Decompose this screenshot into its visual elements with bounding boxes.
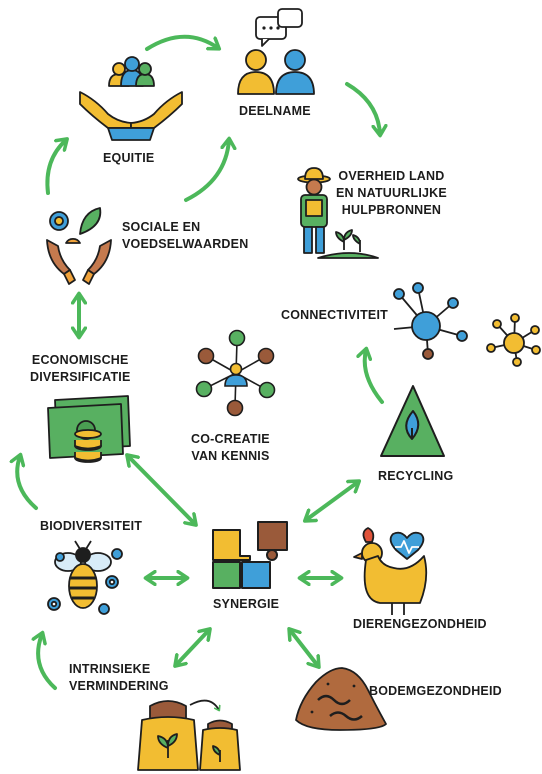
bodemgezondheid-text: BODEMGEZONDHEID (369, 684, 502, 698)
node-intrinsieke-label: INTRINSIEKE VERMINDERING (69, 661, 169, 695)
economische-line2: DIVERSIFICATIE (30, 370, 131, 384)
hands-food-icon (46, 207, 112, 285)
soil-worms-icon (295, 667, 387, 731)
overheid-line2: EN NATUURLIJKE (336, 186, 447, 200)
node-cocreatie-label: CO-CREATIE VAN KENNIS (191, 431, 270, 465)
knowledge-network-icon (195, 329, 276, 417)
arrow-synergie-intrinsieke (176, 630, 209, 665)
cocreatie-line1: CO-CREATIE (191, 432, 270, 446)
arrow-biodiversiteit-to-economische (17, 456, 38, 510)
intrinsieke-line2: VERMINDERING (69, 679, 169, 693)
cocreatie-line2: VAN KENNIS (191, 449, 270, 463)
sociale-line2: VOEDSELWAARDEN (122, 237, 249, 251)
node-synergie-label: SYNERGIE (213, 596, 279, 613)
equitie-text: EQUITIE (103, 151, 155, 165)
arrow-economische-synergie (128, 456, 195, 524)
node-dierengezondheid-label: DIERENGEZONDHEID (353, 616, 487, 633)
connectiviteit-text: CONNECTIVITEIT (281, 308, 388, 322)
node-deelname-label: DEELNAME (239, 103, 311, 120)
network-icon (393, 282, 541, 367)
cycle-arrows (17, 34, 384, 690)
arrow-equitie-to-deelname (145, 34, 218, 51)
arrow-recycling-synergie (306, 482, 358, 520)
arrow-recycling-to-connectiviteit (365, 350, 384, 404)
bee-flowers-icon (47, 540, 123, 615)
chicken-heart-icon (353, 527, 428, 615)
node-sociale-label: SOCIALE EN VOEDSELWAARDEN (122, 219, 248, 253)
arrow-sociale-to-deelname (184, 140, 229, 202)
farmer-icon (297, 167, 379, 259)
intrinsieke-line1: INTRINSIEKE (69, 662, 151, 676)
synergie-text: SYNERGIE (213, 597, 280, 611)
node-recycling-label: RECYCLING (378, 468, 453, 485)
sociale-line1: SOCIALE EN (122, 220, 201, 234)
overheid-line1: OVERHEID LAND (338, 169, 445, 183)
node-bodemgezondheid-label: BODEMGEZONDHEID (369, 683, 502, 700)
node-equitie-label: EQUITIE (103, 150, 154, 167)
people-chat-icon (237, 8, 315, 95)
arrow-deelname-to-overheid (345, 82, 380, 134)
hands-people-icon (79, 56, 183, 141)
node-connectiviteit-label: CONNECTIVITEIT (281, 307, 388, 324)
arrow-synergie-bodemgezondheid (290, 630, 318, 666)
deelname-text: DEELNAME (239, 104, 311, 118)
recycle-triangle-icon (380, 385, 445, 457)
node-biodiversiteit-label: BIODIVERSITEIT (40, 518, 142, 535)
economische-line1: ECONOMISCHE (31, 353, 129, 367)
puzzle-icon (212, 521, 288, 589)
money-coins-icon (47, 395, 131, 463)
sacks-icon (137, 699, 241, 771)
node-overheid-label: OVERHEID LAND EN NATUURLIJKE HULPBRONNEN (336, 168, 447, 219)
node-economische-label: ECONOMISCHE DIVERSIFICATIE (30, 352, 131, 386)
overheid-line3: HULPBRONNEN (341, 203, 442, 217)
dierengezondheid-text: DIERENGEZONDHEID (353, 617, 487, 631)
arrow-sociale-to-equitie (45, 140, 66, 195)
arrow-intrinsieke-to-biodiversiteit (38, 634, 57, 690)
recycling-text: RECYCLING (378, 469, 454, 483)
biodiversiteit-text: BIODIVERSITEIT (40, 519, 143, 533)
